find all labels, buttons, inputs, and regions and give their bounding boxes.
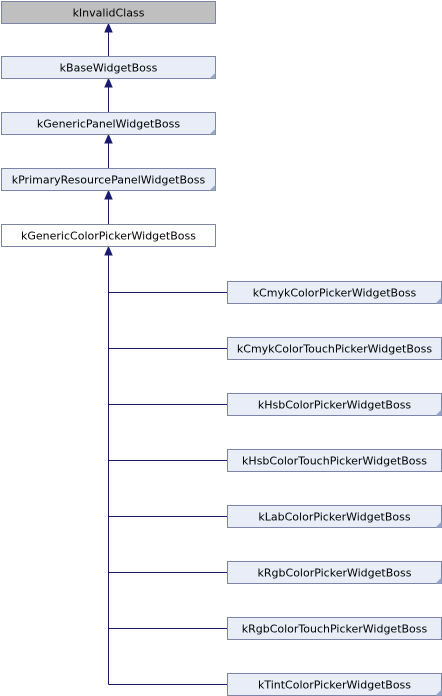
class-node-k-generic-panel-widget-boss[interactable]: kGenericPanelWidgetBoss <box>1 112 216 135</box>
class-node-box <box>1 112 216 135</box>
class-node-k-base-widget-boss[interactable]: kBaseWidgetBoss <box>1 56 216 79</box>
class-node-box <box>1 1 216 24</box>
class-node-k-cmyk-color-touch-picker-widget-boss[interactable]: kCmykColorTouchPickerWidgetBoss <box>227 337 442 360</box>
truncation-corner-icon <box>435 297 442 304</box>
class-node-label: kInvalidClass <box>73 7 145 20</box>
class-node-k-primary-resource-panel-widget-boss[interactable]: kPrimaryResourcePanelWidgetBoss <box>1 168 216 191</box>
arrow-up-icon <box>104 189 113 200</box>
class-node-k-rgb-color-touch-picker-widget-boss[interactable]: kRgbColorTouchPickerWidgetBoss <box>227 617 442 640</box>
arrow-up-icon <box>104 133 113 144</box>
arrow-up-icon <box>104 22 113 33</box>
truncation-corner-icon <box>209 128 216 135</box>
class-node-k-hsb-color-picker-widget-boss[interactable]: kHsbColorPickerWidgetBoss <box>227 393 442 416</box>
class-node-label: kCmykColorPickerWidgetBoss <box>253 287 417 300</box>
class-node-k-lab-color-picker-widget-boss[interactable]: kLabColorPickerWidgetBoss <box>227 505 442 528</box>
class-node-k-tint-color-picker-widget-boss[interactable]: kTintColorPickerWidgetBoss <box>227 673 442 696</box>
arrow-up-icon <box>104 77 113 88</box>
truncation-corner-icon <box>435 689 442 696</box>
class-node-label: kHsbColorPickerWidgetBoss <box>258 399 412 412</box>
class-node-label: kCmykColorTouchPickerWidgetBoss <box>237 343 432 356</box>
truncation-corner-icon <box>435 409 442 416</box>
class-node-label: kPrimaryResourcePanelWidgetBoss <box>12 174 206 187</box>
class-node-label: kGenericPanelWidgetBoss <box>37 118 180 131</box>
class-node-k-hsb-color-touch-picker-widget-boss[interactable]: kHsbColorTouchPickerWidgetBoss <box>227 449 442 472</box>
class-node-label: kRgbColorTouchPickerWidgetBoss <box>242 623 428 636</box>
class-node-k-generic-color-picker-widget-boss[interactable]: kGenericColorPickerWidgetBoss <box>1 224 216 247</box>
class-node-label: kGenericColorPickerWidgetBoss <box>21 230 196 243</box>
class-node-label: kBaseWidgetBoss <box>60 62 158 75</box>
class-node-box <box>1 224 216 247</box>
class-node-k-invalid-class[interactable]: kInvalidClass <box>1 1 216 24</box>
inheritance-edges <box>104 22 228 685</box>
truncation-corner-icon <box>209 184 216 191</box>
truncation-corner-icon <box>435 521 442 528</box>
class-node-k-cmyk-color-picker-widget-boss[interactable]: kCmykColorPickerWidgetBoss <box>227 281 442 304</box>
truncation-corner-icon <box>209 72 216 79</box>
arrow-up-icon <box>104 245 113 256</box>
truncation-corner-icon <box>435 577 442 584</box>
class-node-label: kRgbColorPickerWidgetBoss <box>258 567 412 580</box>
class-node-k-rgb-color-picker-widget-boss[interactable]: kRgbColorPickerWidgetBoss <box>227 561 442 584</box>
class-node-box <box>1 168 216 191</box>
class-node-label: kTintColorPickerWidgetBoss <box>258 679 411 692</box>
class-node-label: kLabColorPickerWidgetBoss <box>258 511 410 524</box>
class-node-box <box>1 56 216 79</box>
class-node-label: kHsbColorTouchPickerWidgetBoss <box>242 455 427 468</box>
